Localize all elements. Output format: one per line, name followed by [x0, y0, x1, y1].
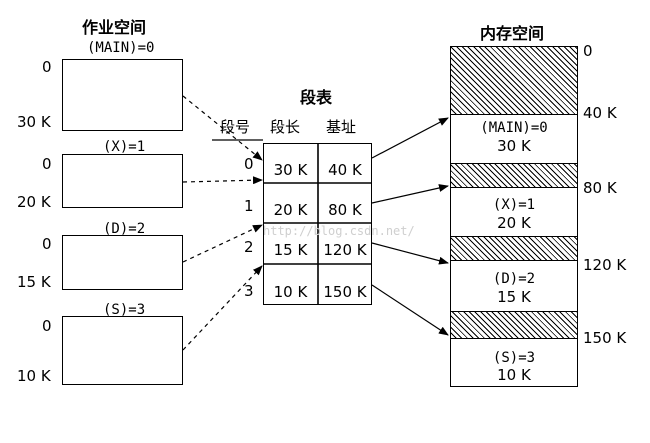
memory-block-x-size: 20 K [497, 214, 531, 232]
memory-address-40k: 40 K [583, 104, 617, 122]
memory-block-main-size: 30 K [497, 137, 531, 155]
job-segment-d [62, 235, 183, 290]
table-row-0-number: 0 [244, 155, 254, 173]
job-space-title: 作业空间 [82, 18, 147, 37]
table-row-1-base: 80 K [328, 201, 362, 219]
dashed-arrow-x [182, 176, 263, 185]
memory-block-main: (MAIN)=0 30 K [450, 115, 578, 163]
memory-occupied-0 [450, 46, 578, 115]
memory-address-80k: 80 K [583, 179, 617, 197]
memory-occupied-1 [450, 163, 578, 188]
segment-end-s: 10 K [17, 367, 51, 385]
solid-arrow-d [371, 242, 449, 265]
segment-label-x: (X)=1 [103, 139, 146, 155]
dashed-arrow-main [182, 95, 263, 161]
table-row-2-number: 2 [244, 238, 254, 256]
dashed-arrow-d [182, 224, 263, 263]
header-segment-number: 段号 [220, 118, 251, 136]
memory-block-x-name: (X)=1 [492, 197, 536, 213]
segment-end-x: 20 K [17, 193, 51, 211]
solid-arrow-x [371, 184, 449, 204]
memory-block-s-name: (S)=3 [492, 350, 536, 366]
job-segment-x [62, 154, 183, 208]
watermark: http://blog.csdn.net/ [263, 224, 415, 238]
segment-start-x: 0 [42, 155, 52, 173]
memory-block-s-size: 10 K [497, 366, 531, 384]
memory-block-x: (X)=1 20 K [450, 188, 578, 236]
job-segment-s [62, 316, 183, 385]
segment-start-s: 0 [42, 317, 52, 335]
table-row-3-length: 10 K [273, 283, 308, 301]
table-row-1-length: 20 K [273, 201, 308, 219]
table-row-3-number: 3 [244, 282, 254, 300]
memory-block-d-name: (D)=2 [492, 271, 536, 287]
job-segment-main [62, 59, 183, 131]
header-base-address: 基址 [326, 118, 357, 136]
segment-end-d: 15 K [17, 273, 51, 291]
memory-block-main-name: (MAIN)=0 [480, 120, 548, 136]
memory-block-d: (D)=2 15 K [450, 261, 578, 311]
memory-occupied-2 [450, 236, 578, 261]
memory-address-120k: 120 K [583, 256, 627, 274]
table-row-1-number: 1 [244, 197, 254, 215]
header-segment-length: 段长 [270, 118, 301, 136]
memory-space-title: 内存空间 [480, 24, 545, 43]
segment-label-d: (D)=2 [103, 221, 146, 237]
memory-address-150k: 150 K [583, 329, 627, 347]
memory-block-s: (S)=3 10 K [450, 339, 578, 387]
segment-label-main: (MAIN)=0 [87, 40, 155, 56]
memory-address-0: 0 [583, 42, 593, 60]
solid-arrow-s [371, 284, 449, 336]
segment-label-s: (S)=3 [103, 302, 146, 318]
memory-block-d-size: 15 K [497, 288, 531, 306]
segment-end-main: 30 K [17, 113, 51, 131]
table-row-0-length: 30 K [273, 161, 308, 179]
segment-start-main: 0 [42, 58, 52, 76]
dashed-arrow-s [182, 265, 263, 351]
segment-start-d: 0 [42, 235, 52, 253]
table-row-2-base: 120 K [323, 241, 367, 259]
table-row-3-base: 150 K [323, 283, 367, 301]
memory-occupied-3 [450, 311, 578, 339]
segment-table-title: 段表 [300, 88, 333, 107]
solid-arrow-main [371, 117, 449, 159]
table-row-0-base: 40 K [328, 161, 362, 179]
table-row-2-length: 15 K [273, 241, 308, 259]
